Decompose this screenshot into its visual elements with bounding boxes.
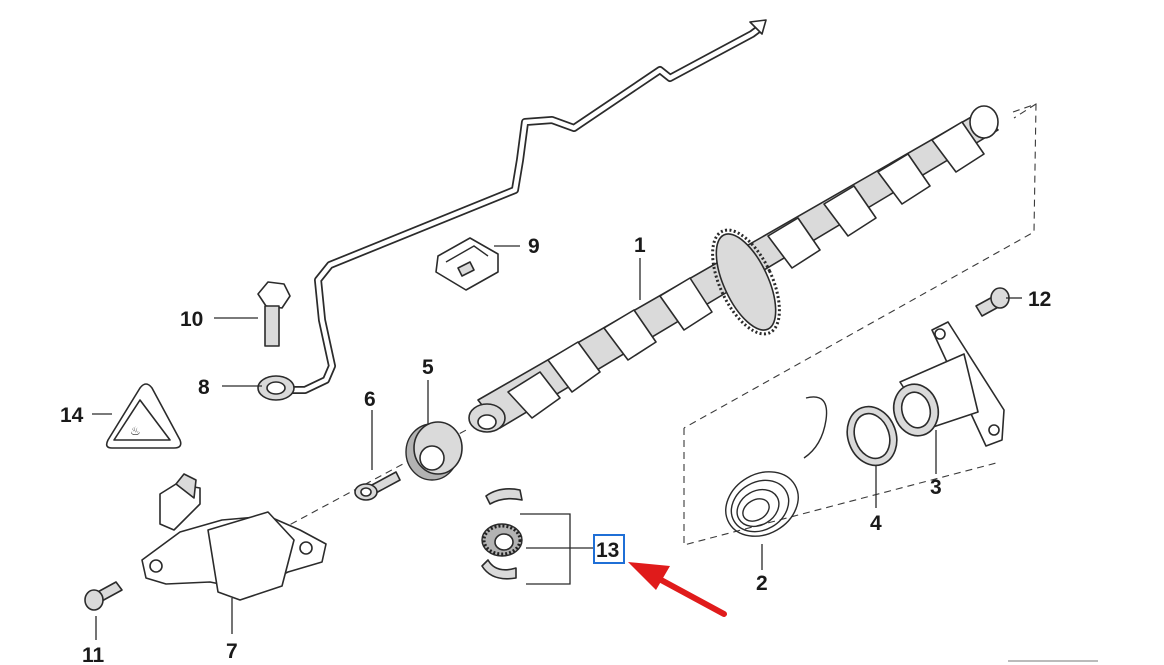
label-part-2: 2 bbox=[756, 572, 768, 595]
torsion-spring bbox=[725, 396, 828, 537]
label-part-13: 13 bbox=[596, 539, 619, 562]
bolt-10 bbox=[257, 281, 291, 347]
label-part-11: 11 bbox=[82, 644, 105, 665]
o-ring bbox=[846, 405, 898, 467]
oil-line bbox=[257, 19, 767, 401]
svg-text:♨: ♨ bbox=[130, 424, 141, 438]
socket-screw bbox=[354, 471, 401, 501]
label-part-12: 12 bbox=[1028, 288, 1051, 311]
warning-sticker: ♨ bbox=[105, 383, 182, 449]
camshaft bbox=[468, 105, 999, 433]
label-part-1: 1 bbox=[634, 234, 646, 257]
leader-lines bbox=[92, 245, 1022, 640]
seal-ring bbox=[405, 421, 463, 481]
bolt-12 bbox=[975, 287, 1010, 317]
label-part-6: 6 bbox=[364, 388, 376, 411]
bracket-clip bbox=[435, 237, 499, 291]
highlight-box bbox=[593, 534, 625, 564]
red-pointer-arrow bbox=[628, 562, 727, 617]
label-part-5: 5 bbox=[422, 356, 434, 379]
bearing-set bbox=[481, 488, 595, 585]
label-part-3: 3 bbox=[930, 476, 942, 499]
label-part-4: 4 bbox=[870, 512, 882, 535]
guide-housing bbox=[892, 321, 1005, 447]
bolt-11 bbox=[84, 581, 123, 611]
label-part-10: 10 bbox=[180, 308, 203, 331]
corner-mark bbox=[1008, 660, 1098, 662]
sensor-bracket bbox=[141, 473, 327, 601]
label-part-9: 9 bbox=[528, 235, 540, 258]
part-labels: 1 2 3 4 5 6 7 8 9 10 11 12 14 bbox=[60, 234, 1051, 665]
label-part-14: 14 bbox=[60, 404, 84, 427]
assembly-dashed-lines bbox=[279, 103, 1037, 546]
label-part-7: 7 bbox=[226, 640, 238, 663]
highlighted-part-13[interactable]: 13 bbox=[593, 534, 625, 564]
label-part-8: 8 bbox=[198, 376, 210, 399]
